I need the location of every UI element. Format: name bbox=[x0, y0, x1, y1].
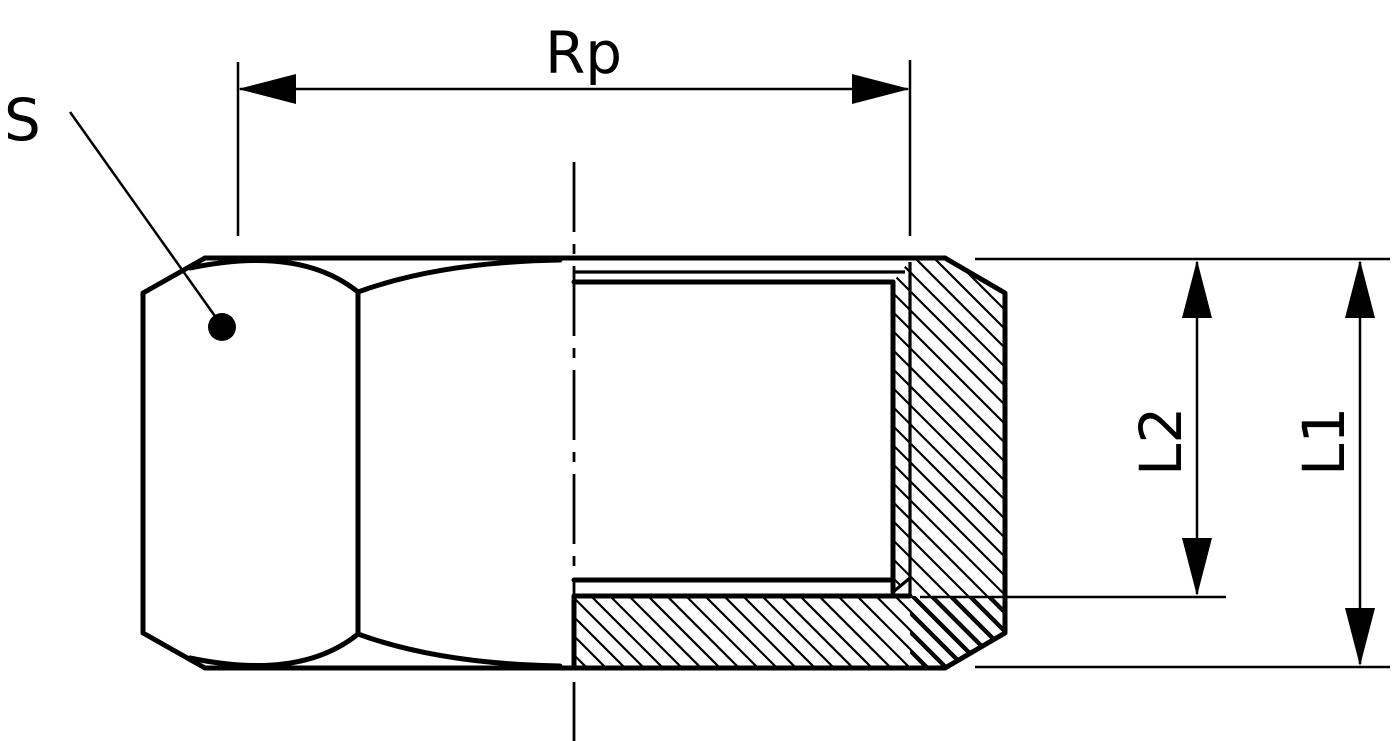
hex-flat-curve-top bbox=[355, 257, 563, 295]
hatch-line bbox=[607, 596, 685, 666]
hatch-line bbox=[626, 596, 704, 666]
hatch-line bbox=[968, 596, 1005, 666]
s-leader-dot bbox=[208, 313, 236, 341]
hatch-line bbox=[1045, 594, 1121, 670]
hatch-line bbox=[893, 260, 1005, 666]
hatch-line bbox=[1083, 594, 1159, 670]
hex-face-arc-top bbox=[187, 258, 361, 295]
hatch-line bbox=[893, 260, 948, 666]
hatch-line bbox=[835, 596, 913, 666]
label-l2: L2 bbox=[1127, 407, 1195, 476]
hatch-line bbox=[893, 260, 910, 666]
hatch-line bbox=[664, 596, 742, 666]
hatch-line bbox=[987, 596, 1005, 666]
hatch-line bbox=[893, 260, 1005, 666]
l1-arrow-top bbox=[1345, 260, 1375, 318]
hatch-line bbox=[873, 596, 951, 666]
hatch-right-wall bbox=[475, 255, 1400, 670]
l2-arrow-bottom bbox=[1182, 538, 1212, 596]
hatch-line bbox=[1064, 594, 1140, 670]
hatch-line bbox=[588, 596, 666, 666]
label-s: S bbox=[4, 86, 41, 154]
hatch-line bbox=[893, 260, 1005, 666]
body-right-end bbox=[942, 255, 1008, 671]
hatch-line bbox=[854, 596, 932, 666]
hatch-line bbox=[893, 260, 986, 666]
hatch-line bbox=[494, 594, 570, 670]
hex-head-outline bbox=[140, 255, 208, 671]
hatch-line bbox=[893, 260, 1005, 666]
hatch-line bbox=[574, 596, 647, 666]
hatch-line bbox=[893, 260, 1005, 666]
l1-arrow-bottom bbox=[1345, 608, 1375, 666]
hatch-line bbox=[893, 260, 1005, 666]
hatch-line bbox=[721, 596, 799, 666]
hatch-bottom-wall bbox=[494, 594, 1159, 670]
hatch-line bbox=[949, 596, 1005, 666]
hatch-line bbox=[893, 260, 967, 666]
hatch-line bbox=[892, 596, 970, 666]
hatch-line bbox=[893, 260, 1005, 666]
hatch-line bbox=[893, 260, 1005, 666]
label-rp: Rp bbox=[545, 19, 622, 87]
hatch-line bbox=[574, 596, 609, 666]
hatch-line bbox=[797, 596, 875, 666]
hatch-line bbox=[1026, 594, 1102, 670]
hatch-line bbox=[574, 596, 628, 666]
hatch-line bbox=[778, 596, 856, 666]
hatch-line bbox=[1007, 594, 1083, 670]
bore-corner-line bbox=[891, 576, 912, 594]
hatch-line bbox=[816, 596, 894, 666]
rp-arrow-left bbox=[238, 74, 296, 104]
hatch-line bbox=[930, 260, 1005, 666]
hatch-line bbox=[702, 596, 780, 666]
hatch-line bbox=[740, 596, 818, 666]
label-l1: L1 bbox=[1290, 407, 1358, 476]
hatch-line bbox=[683, 596, 761, 666]
hatch-line bbox=[893, 260, 1005, 666]
hatch-line bbox=[911, 260, 1005, 666]
hatch-line bbox=[893, 260, 1005, 666]
hatch-line bbox=[759, 596, 837, 666]
l2-arrow-top bbox=[1182, 260, 1212, 318]
hatch-line bbox=[645, 596, 723, 666]
hatch-line bbox=[1387, 255, 1400, 670]
rp-arrow-right bbox=[852, 74, 910, 104]
hatch-line bbox=[475, 255, 890, 670]
hatch-line bbox=[893, 260, 1005, 666]
hatch-line bbox=[893, 260, 1005, 666]
s-leader-line bbox=[68, 111, 224, 327]
hatch-line bbox=[893, 260, 1005, 666]
hatch-line bbox=[574, 596, 590, 666]
hex-flat-curve-bottom bbox=[355, 631, 563, 669]
hex-face-arc-bottom bbox=[187, 631, 361, 668]
